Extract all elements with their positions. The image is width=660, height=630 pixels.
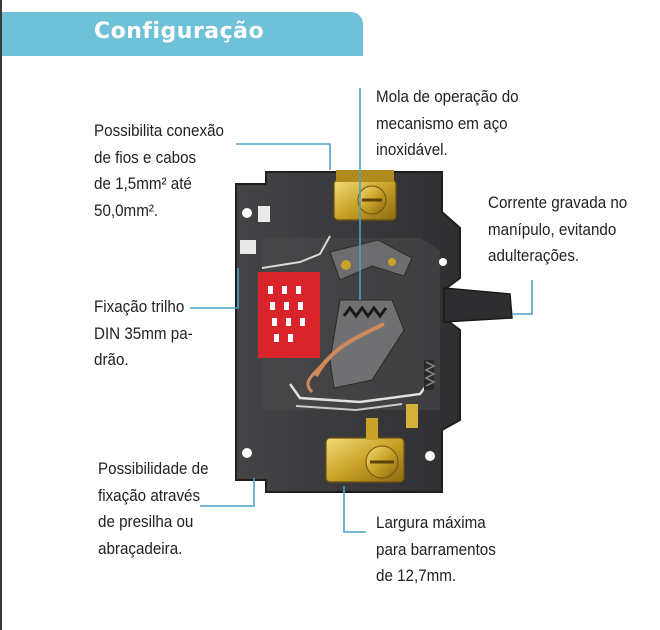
leader-din-rail [190,268,239,309]
callout-wire-connection: Possibilita conexão de fios e cabos de 1… [94,122,224,220]
leader-busbar-width [343,486,366,533]
callout-clip-fixing: Possibilidade de fixação através de pres… [98,460,209,558]
callout-spring: Mola de operação do mecanismo em aço ino… [376,88,519,159]
bottom-terminal [325,404,418,483]
leader-clip-fixing [200,478,255,507]
operating-handle [443,287,513,323]
din-clip-window [258,206,270,222]
mounting-hole [439,258,447,266]
arc-chute [258,272,320,358]
mechanism-lever [329,239,413,281]
page-left-border [0,0,2,630]
callout-engraved-current: Corrente gravada no manípulo, evitando a… [488,194,628,265]
leader-wire-connection [236,143,331,170]
callout-busbar-width: Largura máxima para barramentos de 12,7m… [376,514,496,585]
callout-din-rail: Fixação trilho DIN 35mm pa- drão. [94,298,193,369]
mounting-hole [242,208,252,218]
section-title: Configuração [94,19,265,44]
operating-spring [342,305,388,319]
top-terminal [333,170,397,221]
mounting-hole [242,448,252,458]
mounting-hole [425,451,435,461]
leader-engraved-current [512,280,533,315]
contact-arm [329,299,405,389]
section-header-tab [2,12,363,56]
